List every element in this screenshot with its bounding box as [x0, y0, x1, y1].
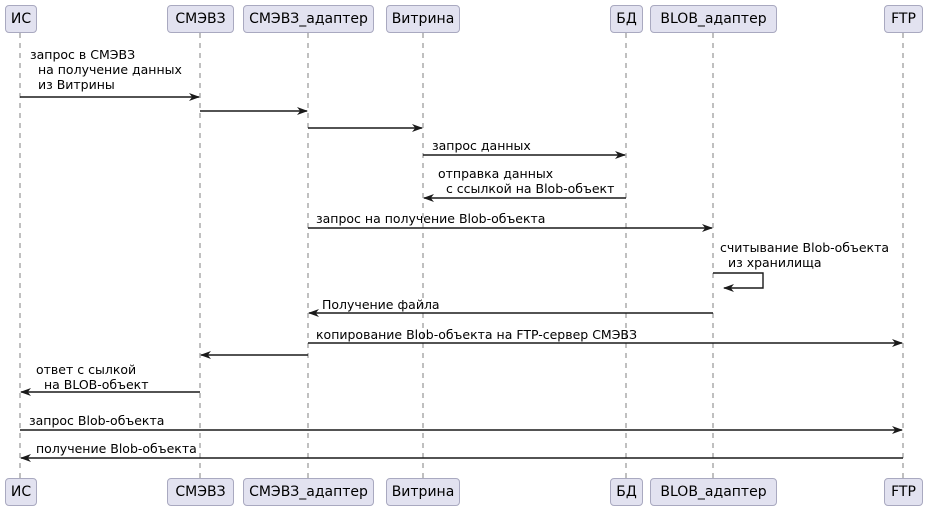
participant-label: BLOB_адаптер — [660, 484, 767, 500]
participant-label: СМЭВЗ — [175, 11, 226, 27]
participant-vitrina-header[interactable]: Витрина — [386, 5, 460, 33]
message-label-m11: ответ с сылкой на BLOB-объект — [36, 362, 149, 392]
participant-label: FTP — [891, 484, 916, 500]
participant-label: СМЭВЗ — [175, 484, 226, 500]
participant-ftp-footer[interactable]: FTP — [884, 478, 923, 506]
message-label-m6: запрос на получение Blob-объекта — [316, 211, 546, 226]
messages-group — [20, 93, 903, 462]
participant-bd-footer[interactable]: БД — [610, 478, 643, 506]
message-label-m5: отправка данных с ссылкой на Blob-объект — [438, 166, 615, 196]
participant-label: BLOB_адаптер — [660, 11, 767, 27]
participant-label: СМЭВЗ_адаптер — [249, 11, 368, 27]
participant-label: FTP — [891, 11, 916, 27]
participant-label: БД — [616, 11, 637, 27]
participant-label: Витрина — [391, 11, 455, 27]
participant-ftp-header[interactable]: FTP — [884, 5, 923, 33]
message-label-m1: запрос в СМЭВЗ на получение данных из Ви… — [30, 47, 182, 92]
message-label-m4: запрос данных — [432, 138, 531, 153]
participant-label: Витрина — [391, 484, 455, 500]
lifelines-group — [19, 33, 904, 478]
participant-blob_ad-footer[interactable]: BLOB_адаптер — [650, 478, 777, 506]
message-arrow-m7 — [713, 272, 764, 292]
message-label-m12: запрос Blob-объекта — [29, 413, 165, 428]
participant-smev3_ad-footer[interactable]: СМЭВЗ_адаптер — [243, 478, 374, 506]
message-label-m8: Получение файла — [322, 297, 440, 312]
participant-vitrina-footer[interactable]: Витрина — [386, 478, 460, 506]
participant-smev3-footer[interactable]: СМЭВЗ — [167, 478, 234, 506]
participant-label: БД — [616, 484, 637, 500]
participant-label: СМЭВЗ_адаптер — [249, 484, 368, 500]
participant-blob_ad-header[interactable]: BLOB_адаптер — [650, 5, 777, 33]
participant-label: ИС — [10, 484, 32, 500]
message-label-m13: получение Blob-объекта — [36, 441, 197, 456]
participant-is-footer[interactable]: ИС — [5, 478, 37, 506]
participant-is-header[interactable]: ИС — [5, 5, 37, 33]
participant-bd-header[interactable]: БД — [610, 5, 643, 33]
participant-label: ИС — [10, 11, 32, 27]
message-label-m7: считывание Blob-объекта из хранилища — [720, 240, 890, 270]
message-label-m9: копирование Blob-объекта на FTP-сервер С… — [316, 327, 638, 342]
participant-smev3_ad-header[interactable]: СМЭВЗ_адаптер — [243, 5, 374, 33]
participant-smev3-header[interactable]: СМЭВЗ — [167, 5, 234, 33]
